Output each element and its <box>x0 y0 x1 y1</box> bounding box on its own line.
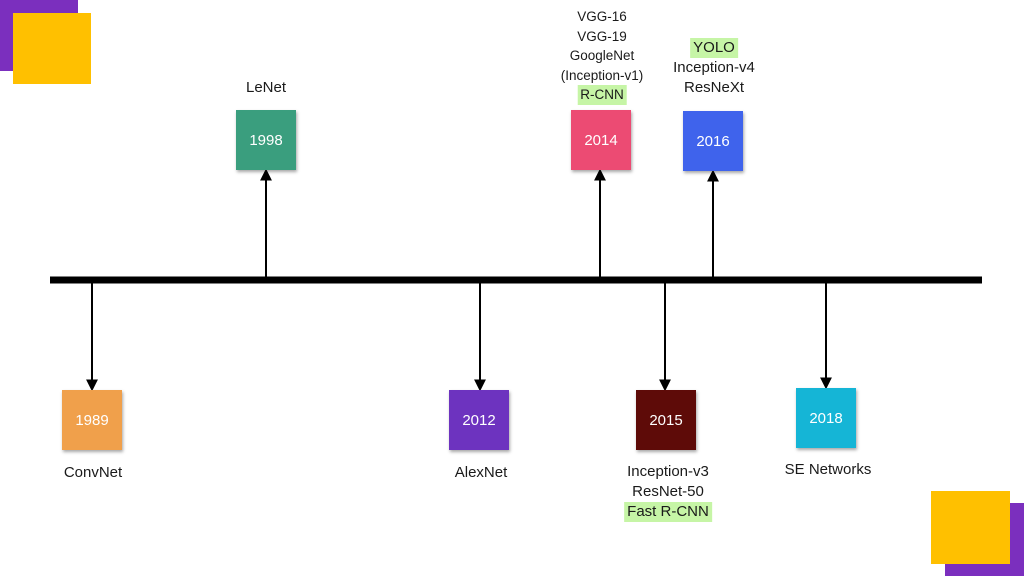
year-box-1989: 1989 <box>62 390 122 450</box>
model-label: GoogleNet <box>569 48 635 63</box>
model-label: Inception-v4 <box>673 59 755 76</box>
model-label: ConvNet <box>63 464 123 481</box>
model-label: ResNeXt <box>683 79 745 96</box>
models-2015: Inception-v3 ResNet-50 Fast R-CNN <box>624 462 712 522</box>
models-1989: ConvNet <box>64 463 122 483</box>
models-2018: SE Networks <box>785 460 872 480</box>
model-label: ResNet-50 <box>632 483 704 500</box>
model-label: VGG-16 <box>577 9 627 24</box>
model-label-highlighted: R-CNN <box>577 85 627 105</box>
year-box-2012: 2012 <box>449 390 509 450</box>
model-label: VGG-19 <box>577 28 627 44</box>
model-label-highlighted: Fast R-CNN <box>624 502 712 522</box>
model-label: SE Networks <box>784 461 872 478</box>
models-2012: AlexNet <box>455 463 508 483</box>
models-2016: YOLO Inception-v4 ResNeXt <box>673 38 755 98</box>
year-box-2018: 2018 <box>796 388 856 448</box>
models-2014: VGG-16 VGG-19 GoogleNet (Inception-v1) R… <box>560 7 644 105</box>
model-label: (Inception-v1) <box>560 67 644 83</box>
year-box-1998: 1998 <box>236 110 296 170</box>
model-label-highlighted: YOLO <box>690 38 738 58</box>
model-label: LeNet <box>245 79 287 96</box>
corner-yellow-top-left <box>13 13 91 84</box>
year-box-2015: 2015 <box>636 390 696 450</box>
model-label: AlexNet <box>454 464 508 481</box>
model-label: Inception-v3 <box>627 463 709 480</box>
year-box-2016: 2016 <box>683 111 743 171</box>
models-1998: LeNet <box>246 78 286 98</box>
corner-yellow-bottom-right <box>931 491 1010 564</box>
year-box-2014: 2014 <box>571 110 631 170</box>
